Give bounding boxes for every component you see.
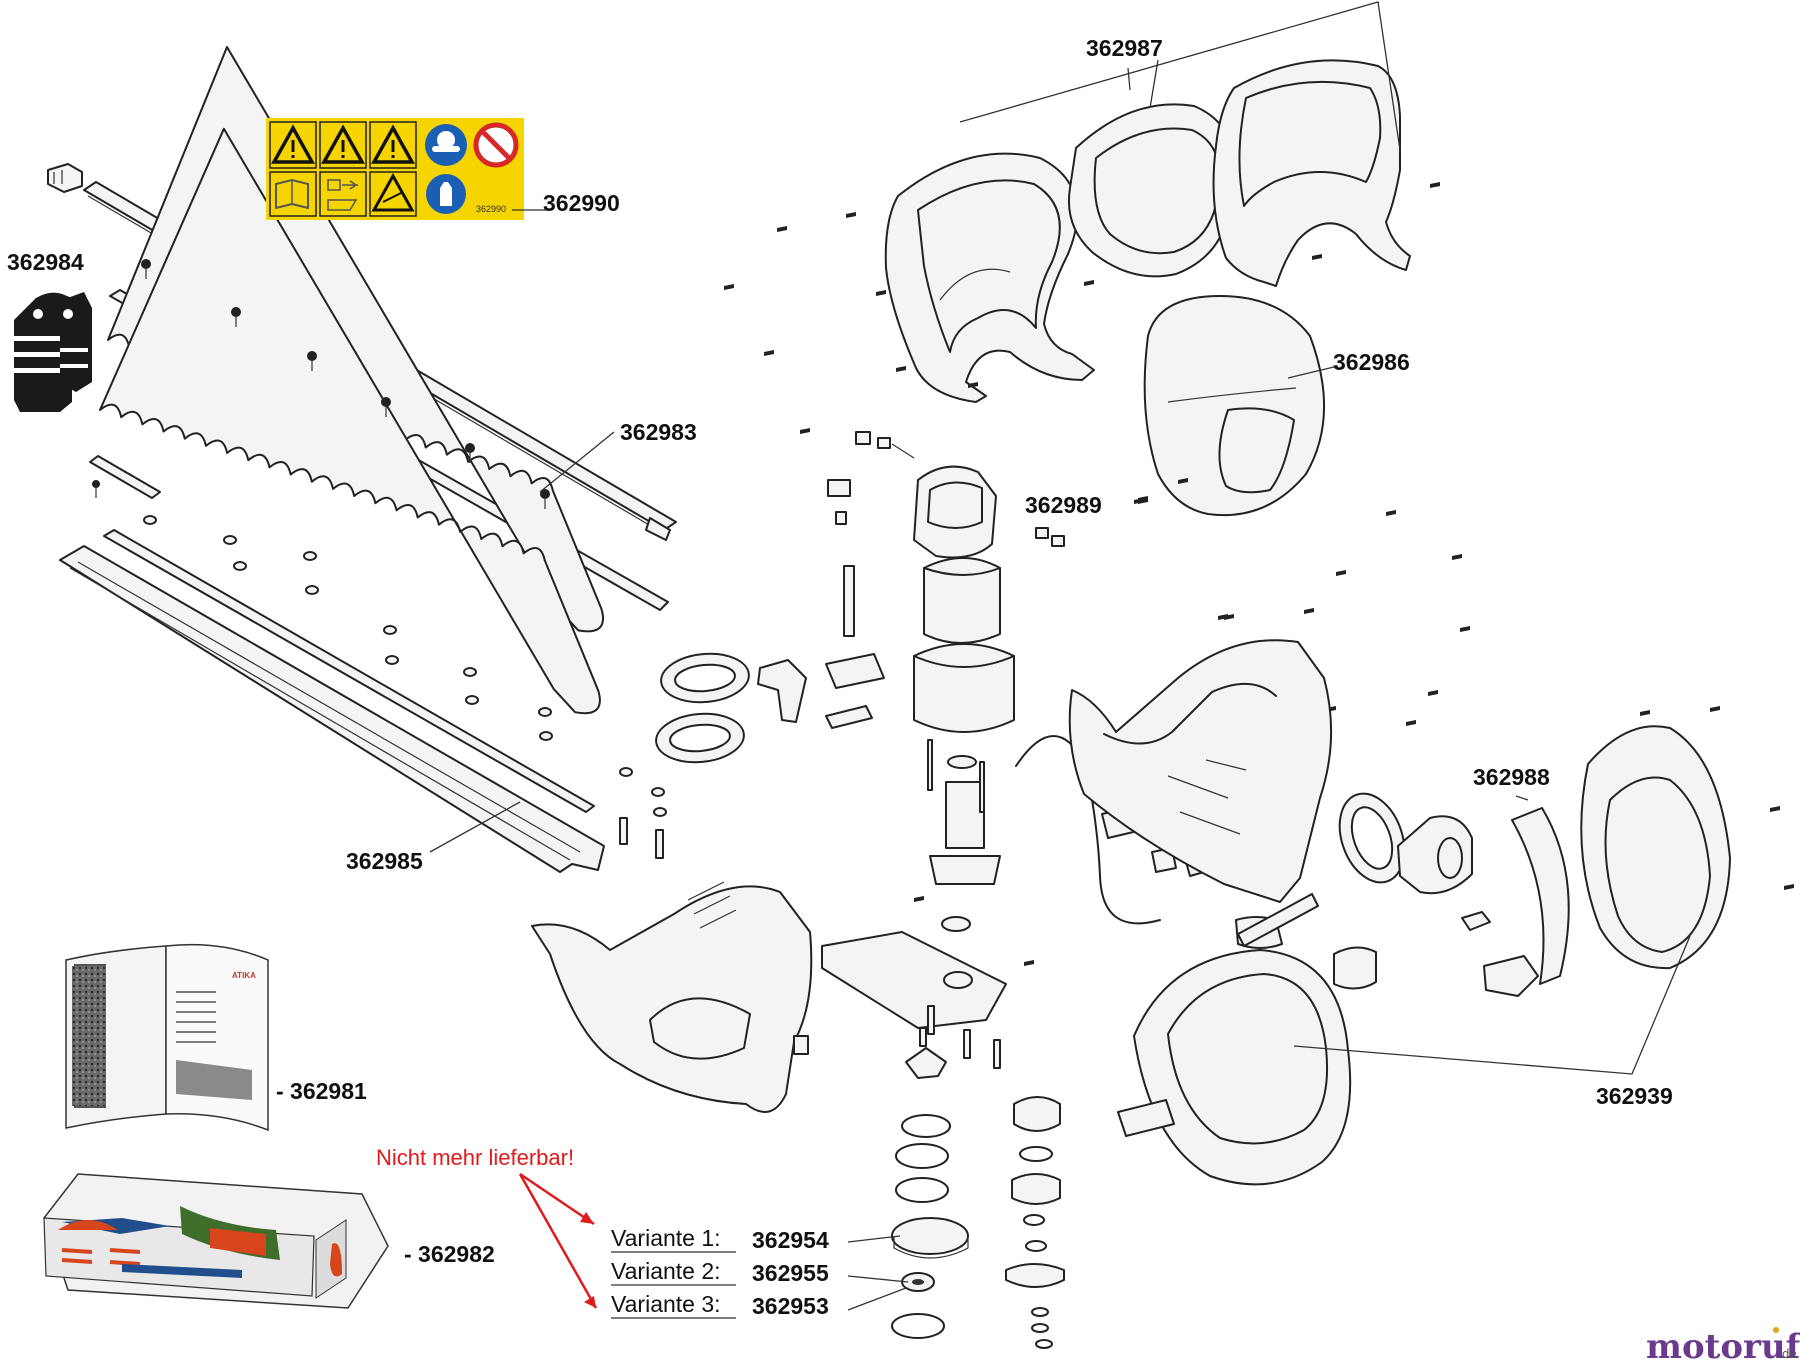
main-housing <box>1068 639 1333 903</box>
label-362987: 362987 <box>1086 35 1163 61</box>
blade-end-cap <box>47 163 83 193</box>
blade-screws <box>92 259 550 509</box>
motor-housing <box>913 643 1015 733</box>
leader-362939 <box>1293 935 1691 1075</box>
gear-wheel <box>891 1217 969 1259</box>
retail-box <box>43 1173 389 1309</box>
seal-ring <box>1338 792 1406 884</box>
hazard-cut-icon <box>369 171 417 217</box>
unplug-icon <box>319 171 367 217</box>
label-362939: 362939 <box>1596 1083 1673 1109</box>
logo-suffix: .de <box>1778 1347 1797 1361</box>
gear-small <box>901 1272 935 1292</box>
eccentric-cam <box>905 1027 947 1079</box>
prohibition-icon <box>473 122 519 168</box>
coupling <box>1397 815 1473 895</box>
variant-2-number: 362955 <box>752 1260 829 1286</box>
curved-grip <box>1511 807 1570 985</box>
variant-3-number: 362953 <box>752 1293 829 1319</box>
gear-washers-left <box>895 1114 951 1203</box>
warning-sticker: 362990 <box>266 118 524 220</box>
wear-gloves-icon <box>426 174 466 214</box>
rear-handle-ring <box>1580 725 1731 970</box>
front-handle-frame <box>884 152 1095 403</box>
warning-triangle-icon <box>319 121 367 169</box>
variant-1-label: Variante 1: <box>611 1225 721 1251</box>
small-screws <box>724 182 1794 966</box>
blade-assembly <box>47 45 750 873</box>
middle-handle-frame <box>1068 103 1236 278</box>
warning-triangle-icon <box>369 121 417 169</box>
label-362983: 362983 <box>620 419 697 445</box>
gear-plate <box>821 931 1007 1029</box>
manual-brand: ATIKA <box>232 971 256 980</box>
leader-362985 <box>429 801 521 853</box>
label-362985: 362985 <box>346 848 423 874</box>
sticker-code: 362990 <box>476 204 506 214</box>
spacer-strip-lower <box>103 529 595 813</box>
not-available-note: Nicht mehr lieferbar! <box>376 1145 574 1170</box>
blade-guard <box>59 545 605 873</box>
variant-list: Variante 1: 362954 Variante 2: 362955 Va… <box>611 1225 909 1319</box>
motoruf-logo: motoruf .de <box>1646 1327 1800 1366</box>
label-362989: 362989 <box>1025 492 1102 518</box>
variant-3-label: Variante 3: <box>611 1291 721 1317</box>
manual-booklet: ATIKA <box>65 943 269 1132</box>
warning-triangle-icon <box>269 121 317 169</box>
logo-text: motoruf <box>1646 1327 1800 1366</box>
tooth-guard-part <box>14 292 92 412</box>
logo-dot <box>1773 1327 1779 1333</box>
lower-blade <box>98 127 745 764</box>
leader-362986 <box>1287 365 1339 379</box>
right-gear-column <box>1005 1096 1065 1349</box>
motor-end-cap <box>913 465 997 559</box>
leader-362983 <box>539 431 615 493</box>
leader-362987 <box>959 1 1401 151</box>
trigger-parts <box>1461 911 1539 997</box>
read-manual-icon <box>269 171 317 217</box>
blade-washers <box>143 515 667 817</box>
label-362984: 362984 <box>7 249 84 275</box>
brush-holder-parts <box>827 431 1065 637</box>
label-362986: 362986 <box>1333 349 1410 375</box>
variant-1-number: 362954 <box>752 1227 829 1253</box>
lower-housing <box>531 881 813 1113</box>
blade-bolts <box>619 817 664 859</box>
motor-bolts <box>793 1005 1001 1069</box>
front-bow-handle <box>1117 949 1352 1186</box>
label-362982: - 362982 <box>404 1241 495 1267</box>
label-362988: 362988 <box>1473 764 1550 790</box>
label-362981: - 362981 <box>276 1078 367 1104</box>
leader-362988 <box>1515 795 1529 801</box>
eye-ear-protection-icon <box>425 124 467 166</box>
label-362990: 362990 <box>543 190 620 216</box>
variant-leaders <box>847 1235 909 1311</box>
switch-parts <box>757 653 885 729</box>
small-plate <box>89 455 161 499</box>
rear-handle-cover <box>1212 59 1411 287</box>
not-available-arrows <box>518 1172 598 1309</box>
motor-stator <box>923 557 1001 644</box>
armature <box>927 739 1001 932</box>
variant-2-label: Variante 2: <box>611 1258 721 1284</box>
visor-cover <box>1143 295 1326 517</box>
gear-washer-bottom <box>891 1313 945 1339</box>
